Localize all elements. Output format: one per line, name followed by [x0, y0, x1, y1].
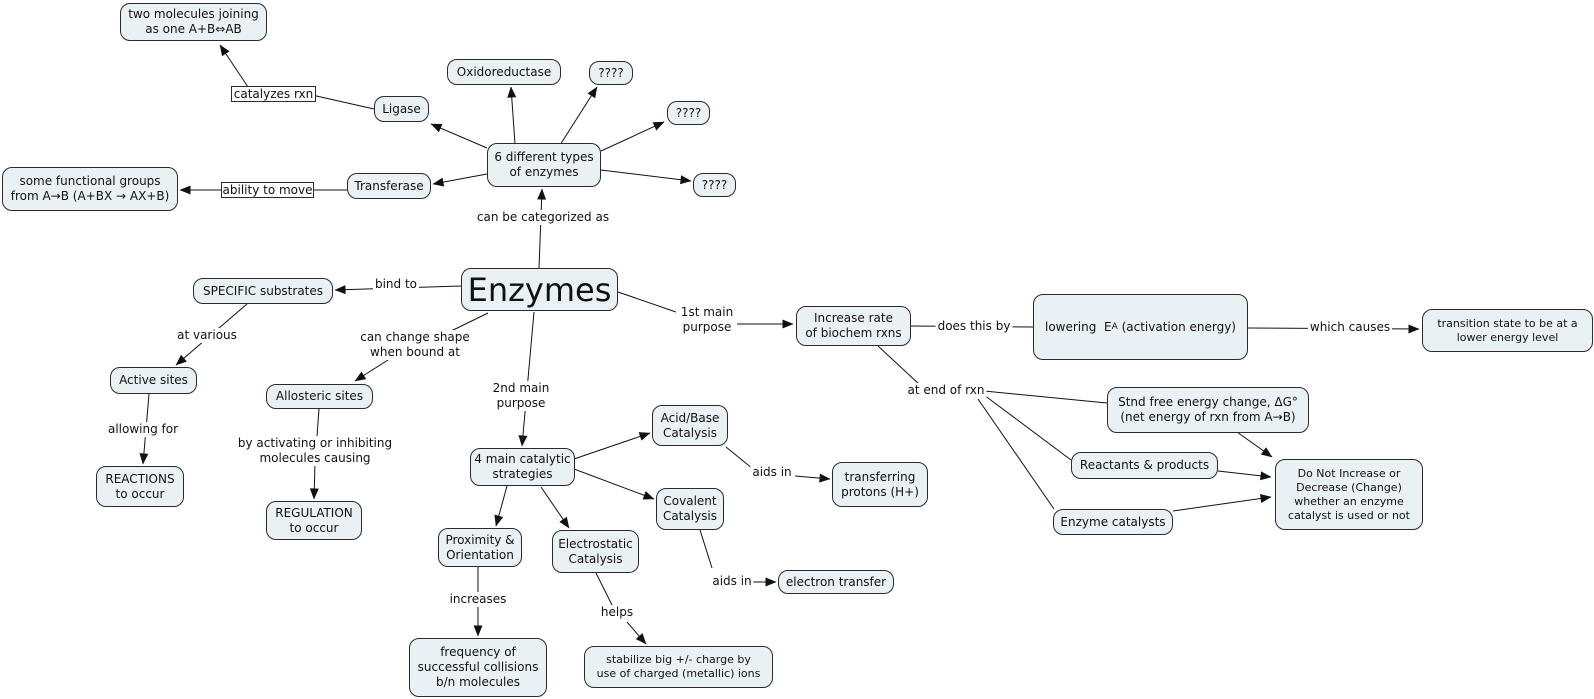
edge-six-to-ligase [430, 123, 488, 149]
node-electrostatic-catalysis[interactable]: Electrostatic Catalysis [552, 530, 639, 573]
edge-atend-to-reactants [983, 394, 1072, 461]
node-allosteric-sites[interactable]: Allosteric sites [266, 384, 373, 409]
edge-six-to-oxidoreductase [507, 86, 517, 145]
edge-six-to-unknown2 [600, 121, 665, 152]
node-unknown-type-3[interactable]: ???? [693, 173, 736, 197]
phrase-allowing-for[interactable]: allowing for [105, 422, 181, 437]
node-proximity-orientation[interactable]: Proximity & Orientation [438, 528, 522, 567]
node-unknown-type-1[interactable]: ???? [589, 61, 633, 85]
label-ability-to-move[interactable]: ability to move [221, 182, 314, 198]
node-increase-rate[interactable]: Increase rate of biochem rxns [796, 306, 911, 346]
node-stabilize-charge[interactable]: stabilize big +/- charge by use of charg… [584, 646, 773, 688]
lowering-text: lowering E [1045, 319, 1112, 334]
node-six-types[interactable]: 6 different types of enzymes [487, 143, 601, 187]
node-four-main-strategies[interactable]: 4 main catalytic strategies [470, 448, 575, 486]
node-reactions-to-occur[interactable]: REACTIONS to occur [96, 466, 184, 507]
node-stnd-free-energy[interactable]: Stnd free energy change, ΔG° (net energy… [1107, 387, 1309, 433]
node-frequency-collisions[interactable]: frequency of successful collisions b/n m… [409, 638, 547, 697]
phrase-2nd-main-purpose[interactable]: 2nd main purpose [490, 381, 552, 411]
edge-aidsin-to-protons [794, 473, 831, 483]
node-covalent-catalysis[interactable]: Covalent Catalysis [656, 488, 724, 530]
node-do-not-change[interactable]: Do Not Increase or Decrease (Change) whe… [1275, 459, 1423, 530]
node-functional-groups[interactable]: some functional groups from A→B (A+BX → … [2, 167, 178, 211]
phrase-which-causes[interactable]: which causes [1307, 320, 1393, 335]
phrase-can-be-categorized-as[interactable]: can be categorized as [474, 210, 612, 225]
node-specific-substrates[interactable]: SPECIFIC substrates [193, 278, 333, 304]
edge-reactants-to-donot [1217, 470, 1272, 481]
edge-helps-to-stabilize [626, 621, 647, 645]
node-enzyme-catalysts[interactable]: Enzyme catalysts [1053, 509, 1173, 535]
node-unknown-type-2[interactable]: ???? [667, 101, 710, 125]
edge-stnd-to-donot [1236, 431, 1273, 458]
phrase-1st-main-purpose[interactable]: 1st main purpose [678, 305, 736, 335]
node-electron-transfer[interactable]: electron transfer [778, 570, 894, 594]
node-enzymes[interactable]: Enzymes [461, 268, 618, 311]
label-catalyzes-rxn[interactable]: catalyzes rxn [231, 86, 316, 102]
phrase-increases[interactable]: increases [447, 592, 509, 607]
edge-four-to-acidbase [573, 432, 651, 460]
node-oxidoreductase[interactable]: Oxidoreductase [447, 59, 561, 85]
edge-enzymes-to-six [537, 188, 547, 269]
node-transferring-protons[interactable]: transferring protons (H+) [832, 462, 928, 507]
edge-enzymes-to-fourmain [518, 311, 535, 447]
lowering-text-tail: (activation energy) [1117, 319, 1236, 334]
edge-six-to-transferase [432, 173, 488, 187]
edge-covalent-to-aidsin [699, 529, 713, 569]
edge-acidbase-to-aidsin [725, 446, 754, 470]
phrase-by-activating[interactable]: by activating or inhibiting molecules ca… [235, 436, 395, 466]
edge-catalyzes-to-ligase [311, 94, 375, 110]
phrase-at-various[interactable]: at various [175, 328, 239, 343]
edge-increase-to-atend [877, 345, 921, 386]
node-reactants-products[interactable]: Reactants & products [1071, 452, 1218, 479]
node-active-sites[interactable]: Active sites [110, 367, 197, 394]
edge-changeshape-to-allosteric [354, 359, 389, 382]
edge-six-to-unknown3 [600, 169, 692, 185]
node-transferase[interactable]: Transferase [347, 173, 431, 199]
edge-four-to-electrostatic [540, 486, 570, 529]
phrase-aids-in-electron[interactable]: aids in [710, 574, 754, 589]
edge-four-to-proximity [494, 485, 508, 527]
node-transition-state[interactable]: transition state to be at a lower energy… [1422, 309, 1593, 352]
phrase-helps[interactable]: helps [598, 605, 636, 620]
edge-allosteric-to-byactivating [316, 408, 320, 437]
edge-byactivating-to-regulation [309, 462, 319, 500]
node-ligase[interactable]: Ligase [374, 96, 429, 122]
edge-atend-to-stndfree [983, 390, 1108, 404]
edge-atend-to-enzymecatalysts [977, 398, 1055, 510]
node-acid-base-catalysis[interactable]: Acid/Base Catalysis [652, 405, 728, 446]
phrase-bind-to[interactable]: bind to [372, 277, 420, 292]
phrase-at-end-of-rxn[interactable]: at end of rxn [905, 383, 987, 398]
node-two-molecules[interactable]: two molecules joining as one A+B⇔AB [120, 3, 267, 41]
edge-four-to-covalent [573, 468, 655, 500]
edge-six-to-unknown1 [559, 86, 598, 146]
phrase-can-change-shape[interactable]: can change shape when bound at [358, 330, 472, 360]
phrase-does-this-by[interactable]: does this by [935, 319, 1013, 334]
node-regulation-to-occur[interactable]: REGULATION to occur [266, 501, 362, 540]
edge-catalysts-to-donot [1172, 494, 1272, 512]
edge-enzymes-to-firstmain [617, 291, 677, 313]
edge-electrostatic-to-helps [595, 572, 613, 606]
phrase-aids-in-protons[interactable]: aids in [750, 465, 794, 480]
edge-catalyzes-to-twomolecules [219, 44, 249, 88]
